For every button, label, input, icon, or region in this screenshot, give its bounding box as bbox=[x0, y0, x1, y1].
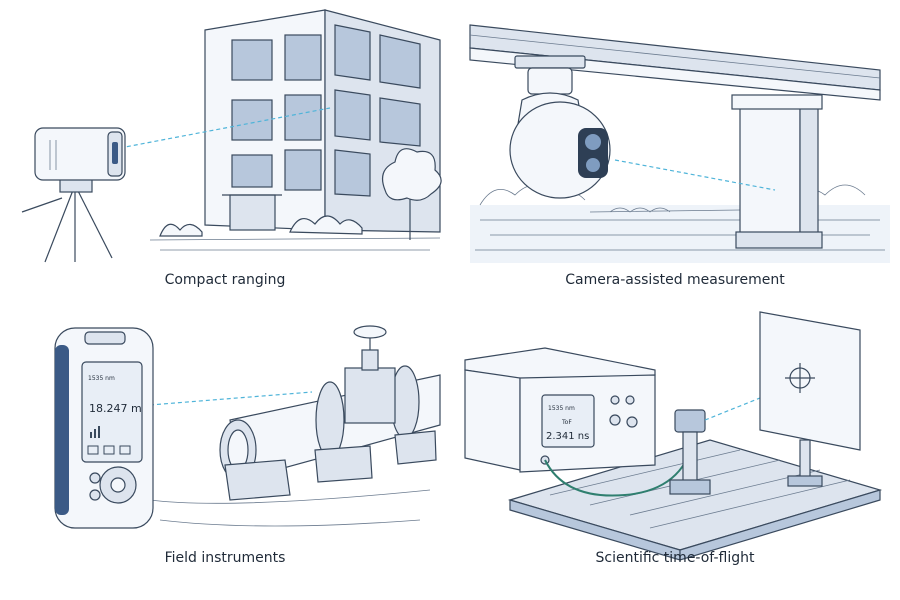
bridge-pier-icon bbox=[731, 94, 823, 249]
optical-table-icon bbox=[507, 439, 883, 561]
laser-emitter-icon bbox=[669, 409, 711, 495]
signal-bars-icon bbox=[87, 426, 131, 455]
tof-wavelength-label: 1535 nm bbox=[548, 405, 575, 412]
scientific-tof-illustration: 1535 nm ToF 2.341 ns bbox=[464, 311, 883, 561]
rangefinder-device-icon bbox=[34, 127, 126, 181]
ptz-camera-icon bbox=[509, 55, 611, 199]
handheld-rangefinder-icon bbox=[54, 327, 154, 529]
handheld-distance-reading: 18.247 m bbox=[89, 402, 142, 415]
handheld-wavelength-label: 1535 nm bbox=[88, 375, 115, 382]
tree-icon bbox=[382, 148, 442, 240]
pipeline-icon bbox=[219, 325, 441, 501]
panel-compact-ranging: Compact ranging bbox=[0, 0, 450, 300]
caption-field-instruments: Field instruments bbox=[164, 550, 286, 566]
tof-instrument-icon bbox=[464, 347, 656, 473]
panel-camera-assisted: Camera-assisted measurement bbox=[450, 0, 900, 300]
camera-assisted-illustration bbox=[469, 24, 890, 263]
caption-camera-assisted: Camera-assisted measurement bbox=[565, 272, 785, 288]
field-instruments-illustration: 1535 nm 18.247 m bbox=[54, 325, 441, 529]
panel-field-instruments: 1535 nm 18.247 m Field instruments bbox=[0, 300, 450, 600]
panel-scientific-tof: 1535 nm ToF 2.341 ns Scienti bbox=[450, 300, 900, 600]
caption-compact-ranging: Compact ranging bbox=[164, 272, 286, 288]
building-windows-icon bbox=[231, 24, 421, 197]
compact-ranging-illustration bbox=[21, 9, 442, 263]
caption-scientific-tof: Scientific time-of-flight bbox=[595, 550, 755, 566]
target-board-icon bbox=[759, 311, 861, 487]
tripod-icon bbox=[21, 177, 113, 263]
tof-time-reading: 2.341 ns bbox=[546, 431, 589, 442]
tof-mode-label: ToF bbox=[561, 419, 572, 426]
